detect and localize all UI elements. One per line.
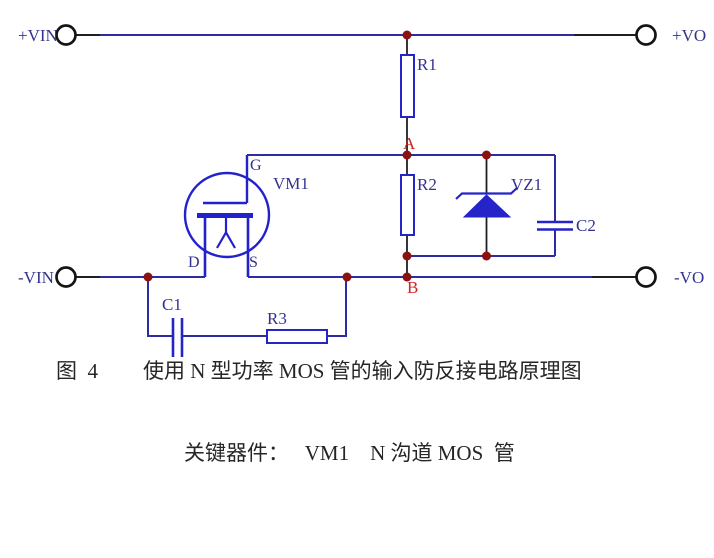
terminal-vo-neg-label: -VO bbox=[674, 268, 704, 287]
node-b-label: B bbox=[407, 278, 418, 297]
mosfet-gate-label: G bbox=[250, 157, 262, 174]
terminal-vin-pos-label: +VIN bbox=[18, 26, 58, 45]
junction-dot-r3-branch bbox=[342, 272, 352, 282]
junction-dot-r2-bottom bbox=[402, 251, 412, 261]
mosfet-source-label: S bbox=[249, 254, 258, 271]
zener-vz1-label: VZ1 bbox=[511, 175, 542, 194]
figure-title: 使用 N 型功率 MOS 管的输入防反接电路原理图 bbox=[143, 359, 582, 383]
mosfet-vm1 bbox=[183, 155, 271, 277]
resistor-r2 bbox=[400, 174, 415, 236]
terminal-vo-pos-label: +VO bbox=[672, 26, 706, 45]
mosfet-substrate-arrow bbox=[216, 230, 236, 249]
junction-dot-node-a bbox=[402, 150, 412, 160]
capacitor-c1-label: C1 bbox=[162, 295, 182, 314]
key-components-note: 关键器件： VM1 N 沟道 MOS 管 bbox=[184, 441, 515, 465]
junction-dot-vz1-bottom bbox=[482, 251, 491, 261]
c1-r3-loop bbox=[147, 277, 347, 337]
junction-dot-c1-branch bbox=[143, 272, 153, 282]
capacitor-c2-label: C2 bbox=[576, 216, 596, 235]
resistor-r2-label: R2 bbox=[417, 175, 437, 194]
capacitor-c1 bbox=[171, 318, 184, 357]
mosfet-body-circle bbox=[183, 171, 271, 259]
terminal-vin-neg-label: -VIN bbox=[18, 268, 54, 287]
resistor-r1-label: R1 bbox=[417, 55, 437, 74]
zener-anode-triangle bbox=[462, 194, 512, 218]
resistor-r3-label: R3 bbox=[267, 309, 287, 328]
junction-dot-r1-top bbox=[402, 30, 412, 40]
terminal-vo-neg bbox=[635, 266, 657, 288]
c1-left-branch bbox=[147, 277, 172, 337]
terminal-vin-pos bbox=[55, 24, 77, 46]
capacitor-c2 bbox=[537, 220, 573, 231]
node-a-label: A bbox=[403, 134, 416, 153]
zener-cathode-bar bbox=[455, 187, 518, 200]
junction-dot-node-b bbox=[402, 272, 412, 282]
terminal-vo-pos bbox=[635, 24, 657, 46]
resistor-r3 bbox=[266, 329, 328, 344]
figure-number: 图 4 bbox=[56, 359, 98, 383]
r3-right-branch bbox=[327, 277, 347, 337]
mosfet-vm1-label: VM1 bbox=[273, 174, 309, 193]
mosfet-drain-label: D bbox=[188, 254, 200, 271]
gate-node-wire bbox=[247, 154, 556, 257]
zener-vz1 bbox=[455, 187, 518, 218]
resistor-r1 bbox=[400, 54, 415, 118]
junction-dot-vz1-top bbox=[482, 150, 491, 160]
terminal-vin-neg bbox=[55, 266, 77, 288]
circuit-schematic: R1 R2 R3 C1 C2 VZ1 bbox=[18, 24, 706, 357]
